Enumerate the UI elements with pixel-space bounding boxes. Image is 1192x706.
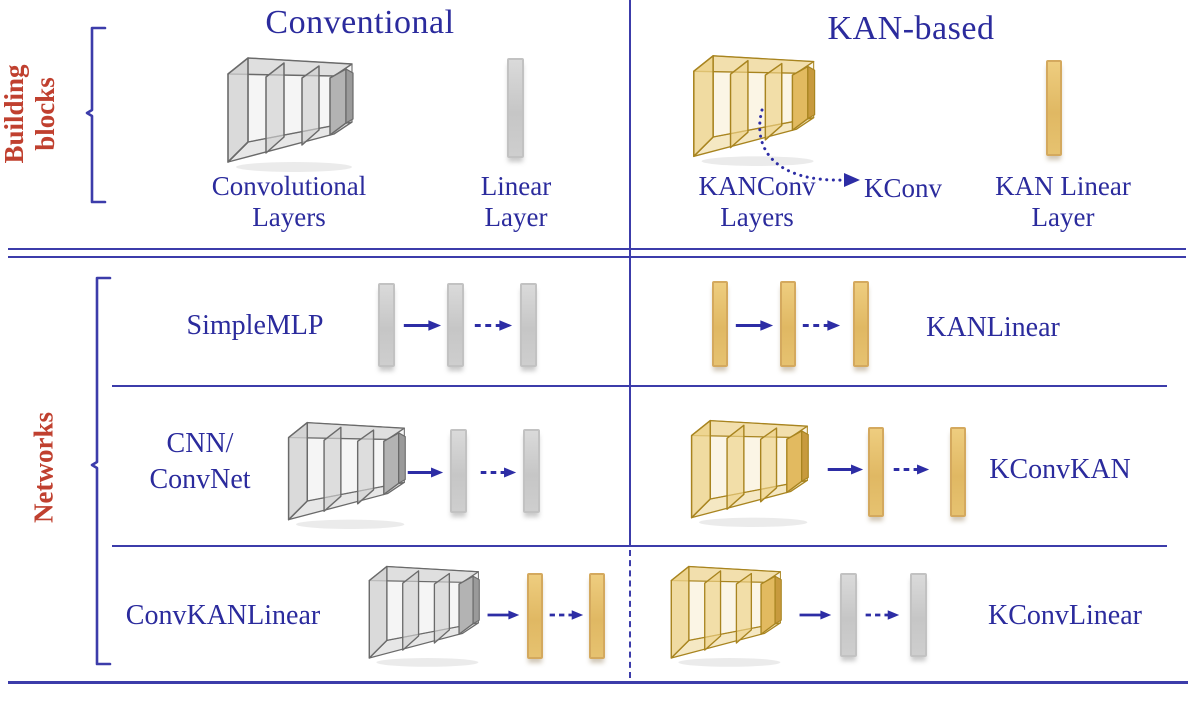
building-blocks-bracket (85, 26, 107, 204)
label-line: Layer (484, 202, 548, 232)
solid-arrow-icon (826, 463, 864, 476)
label-line: CNN/ (166, 428, 234, 459)
linear-block-icon (447, 283, 464, 367)
kanconv-layers-label: KANConv Layers (654, 171, 860, 233)
linear-block-icon (378, 283, 395, 367)
row-separator-1 (112, 385, 1167, 387)
dashed-arrow-icon (864, 608, 900, 622)
solid-arrow-icon (734, 318, 774, 333)
linear-block-icon (910, 573, 927, 657)
solid-arrow-icon (402, 318, 442, 333)
network-label-kconvkan: KConvKAN (989, 454, 1131, 485)
bottom-border-line (8, 681, 1188, 684)
label-line: Layers (720, 202, 794, 232)
kconv-label: KConv (864, 173, 943, 203)
kan-linear-block-icon (950, 427, 966, 517)
row-separator-2 (112, 545, 1167, 547)
networks-bracket (90, 276, 112, 666)
label-line: Layer (1031, 202, 1095, 232)
column-header-kan-based: KAN-based (827, 10, 995, 47)
dashed-arrow-icon (801, 318, 841, 333)
network-label-kconvlinear: KConvLinear (988, 600, 1142, 631)
dashed-arrow-icon (548, 608, 584, 622)
solid-arrow-icon (798, 609, 832, 621)
conv-layers-icon (288, 422, 406, 529)
column-divider-dashed (629, 550, 631, 678)
linear-block-icon (450, 429, 467, 513)
solid-arrow-icon (486, 609, 520, 621)
conv-layers-icon (228, 58, 353, 172)
kan-linear-block-icon (853, 281, 869, 367)
section-separator-double-line (8, 248, 1186, 258)
linear-block-icon (523, 429, 540, 513)
dashed-arrow-icon (479, 466, 517, 479)
label-line: Convolutional (211, 171, 367, 201)
kanconv-layers-icon (691, 420, 809, 527)
network-label-simplemlp: SimpleMLP (186, 310, 324, 341)
kan-linear-block-icon (868, 427, 884, 517)
dashed-arrow-icon (473, 318, 513, 333)
linear-layer-label: Linear Layer (433, 171, 599, 233)
network-label-convkanlinear: ConvKANLinear (125, 600, 321, 631)
network-label-kanlinear: KANLinear (926, 312, 1060, 343)
label-line: ConvNet (149, 464, 251, 495)
network-label-cnn-convnet: CNN/ ConvNet (110, 426, 290, 498)
section-label-line: blocks (30, 77, 60, 151)
section-label-networks: Networks (28, 412, 59, 523)
kan-linear-block-icon (527, 573, 543, 659)
kan-linear-block-icon (780, 281, 796, 367)
kan-linear-block-icon (589, 573, 605, 659)
label-line: KAN Linear (995, 171, 1131, 201)
column-header-conventional: Conventional (265, 4, 455, 41)
section-label-line: Building (0, 64, 29, 164)
kan-linear-block-icon (712, 281, 728, 367)
solid-arrow-icon (406, 466, 444, 479)
label-line: Linear (480, 171, 552, 201)
label-line: Layers (252, 202, 326, 232)
dotted-curved-arrow-icon (758, 108, 860, 187)
kanconv-layers-icon (671, 566, 782, 667)
linear-block-icon (520, 283, 537, 367)
kan-linear-block-icon (1046, 60, 1062, 156)
column-divider-solid (629, 0, 631, 546)
linear-block-icon (507, 58, 524, 158)
conv-layers-icon (369, 566, 480, 667)
label-line: KANConv (698, 171, 816, 201)
dashed-arrow-icon (892, 463, 930, 476)
kan-linear-layer-label: KAN Linear Layer (960, 171, 1166, 233)
conv-layers-label: Convolutional Layers (186, 171, 392, 233)
section-label-building-blocks: Building blocks (0, 29, 61, 199)
linear-block-icon (840, 573, 857, 657)
